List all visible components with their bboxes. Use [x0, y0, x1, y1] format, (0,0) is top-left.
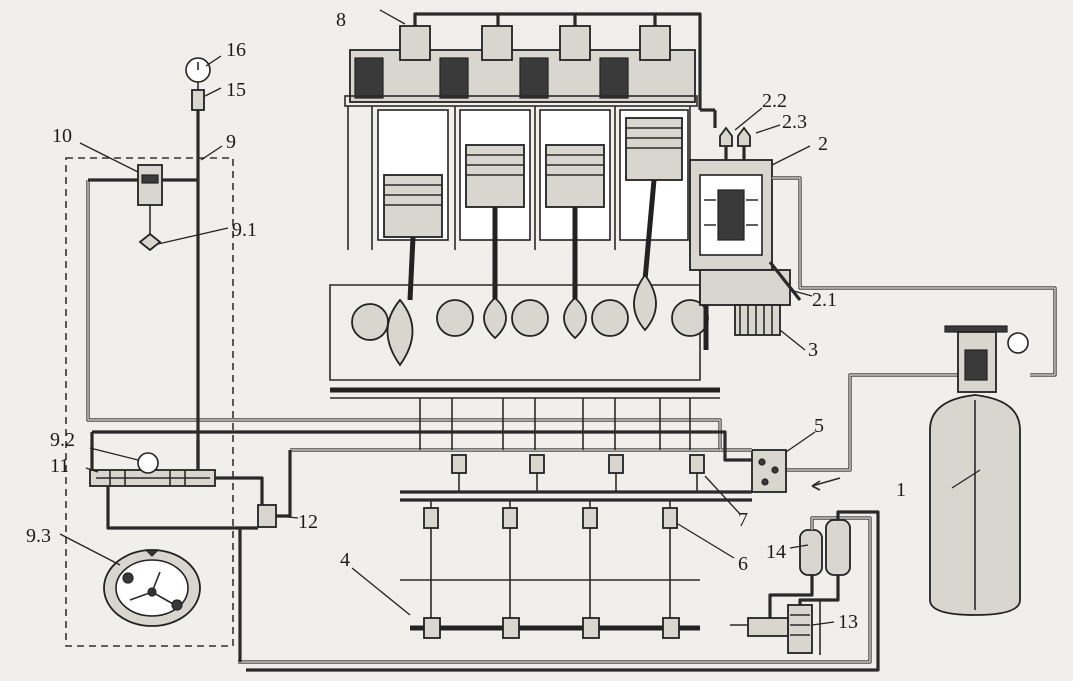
label-13: 13	[838, 611, 858, 633]
manifold-5	[751, 449, 841, 493]
leader-lines	[59, 9, 981, 626]
label-7: 7	[738, 509, 748, 531]
label-2.3: 2.3	[782, 111, 807, 133]
label-5: 5	[814, 415, 824, 437]
injectors-7	[451, 454, 705, 492]
label-12: 12	[298, 511, 318, 533]
label-1: 1	[896, 479, 906, 501]
distributor-2	[689, 110, 791, 350]
actuator-11	[89, 432, 216, 487]
valve-9.1	[138, 232, 162, 252]
wheel-9.3	[103, 549, 201, 627]
label-11: 11	[50, 455, 69, 477]
label-9.2: 9.2	[50, 429, 75, 451]
gas-cylinder-1	[929, 325, 1029, 616]
label-2.2: 2.2	[762, 90, 787, 112]
regulator-10	[88, 164, 198, 240]
label-10: 10	[52, 125, 72, 147]
engine-block	[329, 49, 720, 399]
cylinder-2	[459, 109, 531, 300]
label-8: 8	[336, 9, 346, 31]
pump-13	[730, 600, 821, 655]
label-16: 16	[226, 39, 246, 61]
valves-6	[400, 500, 700, 625]
injector-valves	[399, 12, 715, 112]
label-4: 4	[340, 549, 350, 571]
control-unit-boundary	[65, 157, 234, 647]
label-2: 2	[818, 133, 828, 155]
label-6: 6	[738, 553, 748, 575]
cylinder-4	[619, 109, 689, 281]
switch-12	[106, 450, 292, 662]
label-14: 14	[766, 541, 786, 563]
label-9: 9	[226, 131, 236, 153]
gas-supply-pipe	[768, 176, 1057, 472]
label-2.1: 2.1	[812, 289, 837, 311]
filter-14	[238, 510, 880, 672]
camshaft-4	[410, 617, 700, 639]
label-9.3: 9.3	[26, 525, 51, 547]
label-9.1: 9.1	[232, 219, 257, 241]
sensor-15	[191, 82, 205, 111]
distribution-pipes	[86, 180, 752, 502]
pressure-gauge-16	[185, 57, 211, 83]
cylinder-1	[377, 109, 449, 301]
label-15: 15	[226, 79, 246, 101]
label-3: 3	[808, 339, 818, 361]
drive-gear-3	[734, 304, 781, 336]
cylinder-3	[539, 109, 611, 300]
